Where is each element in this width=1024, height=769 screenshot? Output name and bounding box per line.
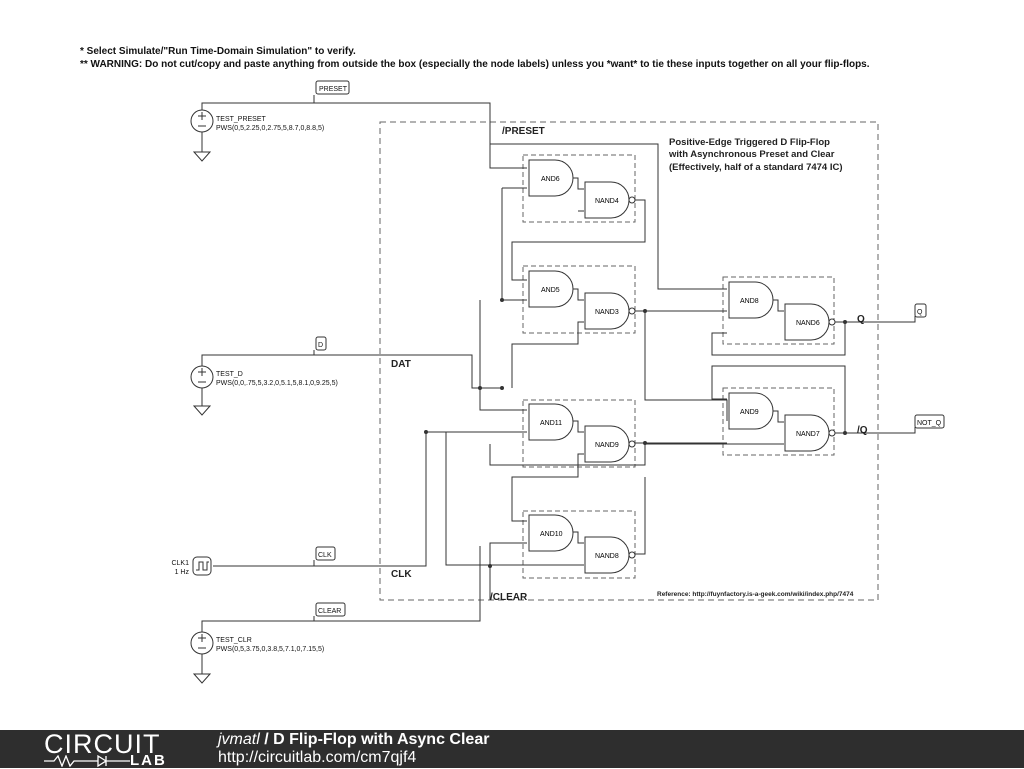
source-name-preset: TEST_PRESET [216, 116, 267, 123]
gate-and6[interactable]: AND6 [528, 159, 574, 197]
gate-label-and11: AND11 [540, 420, 562, 427]
circuit-title: jvmatl / D Flip-Flop with Async Clear [218, 731, 489, 749]
source-value-preset: PWS(0,5,2.25,0,2.75,5,8.7,0,8.8,5) [216, 125, 324, 132]
net-label-q: Q [857, 314, 865, 325]
circuit-name: D Flip-Flop with Async Clear [273, 731, 490, 748]
svg-text:NOT_Q: NOT_Q [917, 420, 942, 427]
gate-and11[interactable]: AND11 [528, 403, 574, 441]
gate-nand3[interactable]: NAND3 [584, 292, 636, 330]
gate-nand6[interactable]: NAND6 [784, 303, 836, 341]
svg-text:Q: Q [917, 309, 923, 316]
source-name-clk: CLK1 [171, 560, 189, 567]
junction-dots [424, 298, 847, 568]
node-flag-not-q[interactable]: NOT_Q [914, 414, 945, 429]
source-value-clk: 1 Hz [175, 569, 190, 576]
node-flag-preset[interactable]: PRESET [315, 80, 350, 95]
gate-and5[interactable]: AND5 [528, 270, 574, 308]
source-value-d: PWS(0,0,.75,5,3.2,0,5.1,5,8.1,0,9.25,5) [216, 380, 338, 387]
svg-text:CLEAR: CLEAR [318, 608, 341, 615]
svg-text:PRESET: PRESET [319, 86, 348, 93]
gate-label-nand3: NAND3 [595, 309, 619, 316]
flip-flop-boundary [379, 121, 879, 601]
voltage-source-preset[interactable] [190, 109, 214, 133]
net-label-clear: /CLEAR [490, 592, 528, 603]
title-separator: / [259, 731, 274, 748]
reference-text: Reference: http://fuynfactory.is-a-geek.… [657, 591, 854, 598]
gate-label-and6: AND6 [541, 176, 560, 183]
svg-text:CLK: CLK [318, 552, 332, 559]
net-label-clk: CLK [391, 569, 412, 580]
footer-bar: CIRCUIT LAB jvmatl / D Flip-Flop with As… [0, 730, 1024, 768]
ground-icon-clr [192, 673, 212, 684]
source-name-d: TEST_D [216, 371, 243, 378]
svg-text:D: D [318, 342, 323, 349]
note-simulate: * Select Simulate/"Run Time-Domain Simul… [80, 46, 356, 57]
gate-label-nand4: NAND4 [595, 198, 619, 205]
voltage-source-d[interactable] [190, 365, 214, 389]
logo-lab: LAB [130, 752, 167, 769]
gate-label-and10: AND10 [540, 531, 563, 538]
gate-label-nand9: NAND9 [595, 442, 619, 449]
gate-label-and8: AND8 [740, 298, 759, 305]
source-value-clr: PWS(0,5,3.75,0,3.8,5,7.1,0,7.15,5) [216, 646, 324, 653]
box-title-line3: (Effectively, half of a standard 7474 IC… [669, 162, 843, 173]
ground-icon-d [192, 405, 212, 416]
node-flag-d[interactable]: D [315, 336, 327, 351]
author-name[interactable]: jvmatl [218, 731, 260, 748]
gate-label-and9: AND9 [740, 409, 759, 416]
node-flag-q[interactable]: Q [914, 303, 927, 318]
schematic-canvas[interactable]: AND6 NAND4 AND5 NAND3 AND11 NAND9 AND10 … [0, 0, 1024, 730]
gate-and9[interactable]: AND9 [728, 392, 774, 430]
gate-nand8[interactable]: NAND8 [584, 536, 636, 574]
gate-label-nand8: NAND8 [595, 553, 619, 560]
node-flag-clear[interactable]: CLEAR [315, 602, 346, 617]
ground-icon-preset [192, 151, 212, 162]
net-label-dat: DAT [391, 359, 411, 370]
box-title-line1: Positive-Edge Triggered D Flip-Flop [669, 137, 830, 148]
logo-waveform-icon [44, 755, 130, 767]
gate-label-nand6: NAND6 [796, 320, 820, 327]
source-name-clr: TEST_CLR [216, 637, 252, 644]
gate-nand7[interactable]: NAND7 [784, 414, 836, 452]
note-warning: ** WARNING: Do not cut/copy and paste an… [80, 59, 870, 70]
gate-label-nand7: NAND7 [796, 431, 820, 438]
clock-source-clk1[interactable] [192, 556, 212, 576]
gate-nand9[interactable]: NAND9 [584, 425, 636, 463]
gate-and10[interactable]: AND10 [528, 514, 574, 552]
source-symbols [196, 112, 209, 649]
gate-nand4[interactable]: NAND4 [584, 181, 636, 219]
gate-and8[interactable]: AND8 [728, 281, 774, 319]
net-label-not-q: /Q [857, 425, 868, 436]
gate-label-and5: AND5 [541, 287, 560, 294]
logo-circuit: CIRCUIT [44, 729, 161, 759]
circuit-url[interactable]: http://circuitlab.com/cm7qjf4 [218, 749, 417, 766]
net-label-preset: /PRESET [502, 126, 545, 137]
box-title-line2: with Asynchronous Preset and Clear [668, 149, 835, 160]
node-flag-clk[interactable]: CLK [315, 546, 336, 561]
voltage-source-clr[interactable] [190, 631, 214, 655]
